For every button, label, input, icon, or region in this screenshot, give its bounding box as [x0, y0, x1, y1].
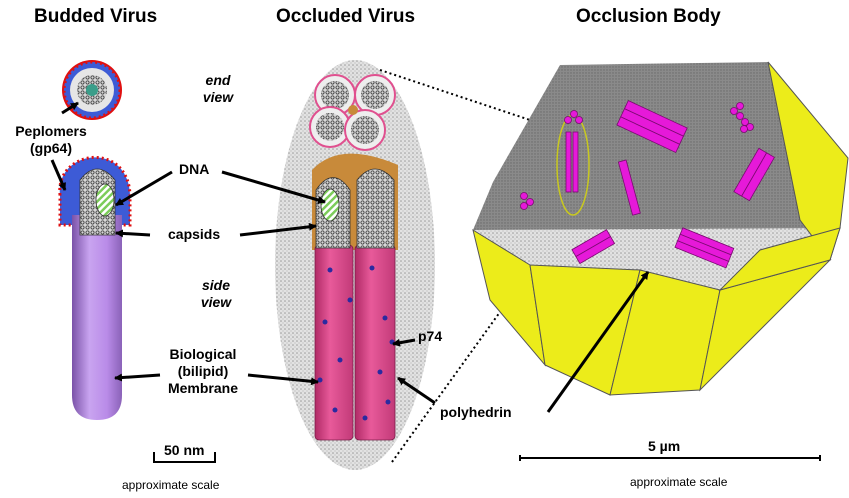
label-side-view-line1: side — [194, 277, 238, 294]
label-dna: DNA — [179, 161, 209, 178]
scale-note-left: approximate scale — [122, 478, 219, 492]
label-peplomers: Peplomers (gp64) — [6, 123, 96, 157]
occlusion-body-crystal — [473, 62, 848, 395]
label-side-view-line2: view — [194, 294, 238, 311]
occluded-virus-end-view — [310, 75, 395, 150]
scale-bar-um — [520, 455, 820, 461]
label-membrane: Biological (bilipid) Membrane — [156, 346, 250, 397]
scale-note-right: approximate scale — [630, 475, 727, 489]
occluded-virus-side-view — [312, 154, 398, 440]
title-occlusion-body: Occlusion Body — [576, 6, 721, 28]
label-peplomers-line2: (gp64) — [6, 140, 96, 157]
label-capsids: capsids — [168, 226, 220, 243]
label-p74: p74 — [418, 328, 442, 345]
label-membrane-line1: Biological — [156, 346, 250, 363]
label-end-view-line1: end — [196, 72, 240, 89]
scale-label-um: 5 µm — [648, 438, 680, 454]
label-side-view: side view — [194, 277, 238, 311]
label-peplomers-line1: Peplomers — [6, 123, 96, 140]
occluded-virus — [275, 60, 435, 470]
label-membrane-line3: Membrane — [156, 380, 250, 397]
budded-virus-end-view — [62, 60, 122, 120]
label-polyhedrin: polyhedrin — [440, 404, 512, 421]
title-budded-virus: Budded Virus — [34, 6, 157, 28]
label-membrane-line2: (bilipid) — [156, 363, 250, 380]
title-occluded-virus: Occluded Virus — [276, 6, 415, 28]
scale-label-nm: 50 nm — [164, 442, 204, 458]
label-end-view-line2: view — [196, 89, 240, 106]
label-end-view: end view — [196, 72, 240, 106]
budded-virus-side-view — [60, 157, 130, 420]
